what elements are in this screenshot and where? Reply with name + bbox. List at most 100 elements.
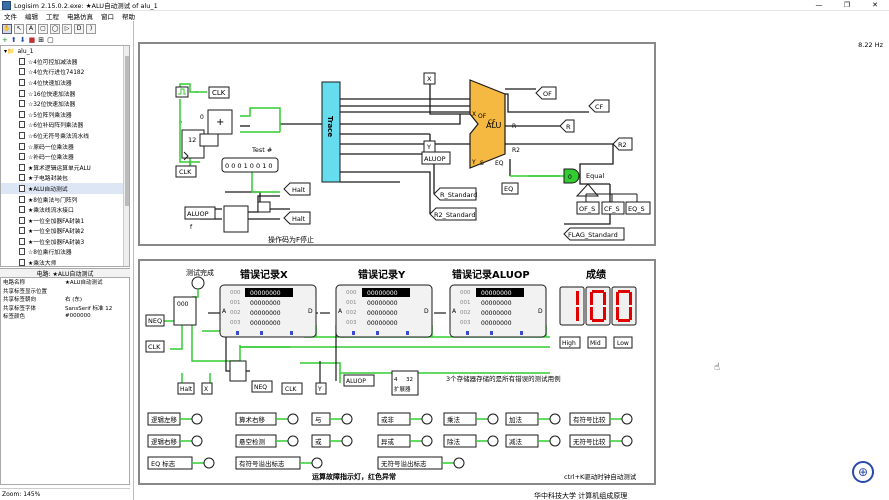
alu-pin-eq: EQ xyxy=(495,160,504,167)
tree-item[interactable]: ★一位全加器FA封装2 xyxy=(1,226,129,237)
equal-label: Equal xyxy=(586,172,604,180)
tree-item[interactable]: ☆6位补码阵列乘法器 xyxy=(1,120,129,131)
trace-rom[interactable] xyxy=(321,81,341,183)
layout-icon[interactable]: ▢ xyxy=(47,36,54,44)
explorer-scrollbar[interactable] xyxy=(123,46,129,266)
attribute-panel-title: 电路: ★ALU自动测试 xyxy=(0,268,130,278)
tree-item[interactable]: ★ALU自动测试 xyxy=(1,183,129,194)
appearance-icon[interactable]: ⊞ xyxy=(38,36,45,44)
minimize-button[interactable]: — xyxy=(815,1,823,9)
ram-y[interactable]: 000 001 002 003 00000000 00000000 000000… xyxy=(335,284,433,338)
tree-item[interactable]: ★8位乘法与门阵列 xyxy=(1,194,129,205)
attr-row[interactable]: 电路名称★ALU自动测试 xyxy=(3,280,103,287)
tree-item-label: ☆8位乘行加法器 xyxy=(28,250,72,257)
error-aluop-title: 错误记录ALUOP xyxy=(452,268,530,281)
clock-source[interactable] xyxy=(175,86,189,98)
ram-x[interactable]: 000 001 002 003 00000000 00000000 000000… xyxy=(219,284,317,338)
and-gate-icon[interactable]: D xyxy=(74,23,84,34)
tree-item[interactable]: ☆4位快速加法器 xyxy=(1,77,129,88)
tree-item[interactable]: ☆5位阵列乘法器 xyxy=(1,109,129,120)
comparator[interactable] xyxy=(223,205,249,233)
menu-help[interactable]: 帮助 xyxy=(122,13,135,21)
fault-indicator-label: 逻辑左移 xyxy=(151,415,178,424)
tree-item[interactable]: ☆16位快速加法器 xyxy=(1,88,129,99)
cf-s-label: CF_S xyxy=(604,205,620,213)
bottom-y-label: Y xyxy=(317,386,322,393)
select-tool-icon[interactable]: ↖ xyxy=(14,23,24,34)
attr-row[interactable]: 共享标签朝向右 (东) xyxy=(3,297,83,304)
error-counter[interactable] xyxy=(173,296,197,326)
bottom-clk2-label: CLK xyxy=(285,386,298,393)
menu-simulate[interactable]: 电路仿真 xyxy=(67,13,93,21)
zoom-level[interactable]: Zoom: 145% xyxy=(0,488,130,500)
score-title: 成绩 xyxy=(586,268,606,281)
fault-indicator-label: 乘法 xyxy=(447,415,461,424)
menu-edit[interactable]: 编辑 xyxy=(25,13,38,21)
equal-indicator xyxy=(563,168,580,184)
attr-row[interactable]: 标签颜色#000000 xyxy=(3,313,91,321)
tree-item[interactable]: ★子电路封装包 xyxy=(1,173,129,184)
r-standard-label: R_Standard xyxy=(440,191,477,199)
remove-circuit-icon[interactable]: ■ xyxy=(28,36,36,44)
tree-root-label: alu_1 xyxy=(17,47,34,55)
of-tunnel-label: OF xyxy=(543,90,552,98)
tree-item[interactable]: ☆32位快速加法器 xyxy=(1,98,129,109)
compass-icon[interactable]: ⊕ xyxy=(852,461,874,483)
svg-text:00000000: 00000000 xyxy=(250,290,281,297)
tree-item[interactable]: ☆补码一位乘法器 xyxy=(1,151,129,162)
not-gate-icon[interactable]: ▷ xyxy=(62,23,72,34)
add-circuit-icon[interactable]: + xyxy=(2,36,8,44)
flag-standard-label: FLAG_Standard xyxy=(568,231,618,239)
and-gate[interactable] xyxy=(257,201,271,213)
close-button[interactable]: ✕ xyxy=(872,1,878,9)
input-pin-icon[interactable]: ▢ xyxy=(38,23,48,34)
circuit-explorer: ▾📁 alu_1 ☆4位可控加减法器☆4位先行进位74182☆4位快速加法器☆1… xyxy=(0,45,130,267)
tree-item[interactable]: ★一位全加器FA封装3 xyxy=(1,236,129,247)
tree-item[interactable]: ★乘法大师 xyxy=(1,257,129,266)
move-up-icon[interactable]: ⬆ xyxy=(10,36,17,44)
fault-indicator: 除法 xyxy=(443,434,499,448)
fault-indicator-label: 减法 xyxy=(509,437,523,446)
menu-file[interactable]: 文件 xyxy=(4,13,17,21)
circuit-icon xyxy=(19,100,25,108)
flag-indicator-label: EQ 标志 xyxy=(151,459,176,468)
menu-window[interactable]: 窗口 xyxy=(101,13,114,21)
tree-item[interactable]: ★算术逻辑运算单元ALU xyxy=(1,162,129,173)
tree-item[interactable]: ☆4位可控加减法器 xyxy=(1,56,129,67)
circuit-icon xyxy=(19,142,25,150)
fault-led xyxy=(549,413,561,425)
svg-text:+: + xyxy=(216,117,224,128)
tree-item[interactable]: ★乘法线流水接口 xyxy=(1,204,129,215)
menu-project[interactable]: 工程 xyxy=(46,13,59,21)
tree-root[interactable]: ▾📁 alu_1 xyxy=(1,46,129,56)
tree-item[interactable]: ★一位全加器FA封装1 xyxy=(1,215,129,226)
fault-indicator: 乘法 xyxy=(443,412,499,426)
window-title: Logisim 2.15.0.2.exe: ★ALU自动测试 of alu_1 xyxy=(14,2,158,10)
adder[interactable] xyxy=(207,109,233,135)
output-pin-icon[interactable]: ◯ xyxy=(50,23,60,34)
hand-tool-icon[interactable]: ✋ xyxy=(2,23,12,34)
tree-item[interactable]: ☆8位乘行加法器 xyxy=(1,247,129,258)
text-tool-icon[interactable]: A xyxy=(26,23,36,34)
circuit-canvas[interactable]: 8.22 Hz xyxy=(133,21,889,500)
flag-indicator-label: 有符号溢出标志 xyxy=(239,459,285,468)
attr-row[interactable]: 共享标签显示位置 xyxy=(3,288,48,295)
neq-tunnel-label: NEQ xyxy=(148,317,162,325)
register[interactable] xyxy=(199,133,219,147)
or-gate-icon[interactable]: ) xyxy=(86,23,96,34)
tree-item[interactable]: ☆4位先行进位74182 xyxy=(1,67,129,78)
maximize-button[interactable]: ❐ xyxy=(843,1,851,9)
tree-item-label: ☆6位补码阵列乘法器 xyxy=(28,123,84,130)
fault-led xyxy=(487,413,499,425)
test-number-bits: 0 0 0 1 0 0 1 0 xyxy=(225,162,273,170)
bit-extender[interactable] xyxy=(391,370,419,396)
bottom-comparator[interactable] xyxy=(229,360,247,382)
test-number-label: Test # xyxy=(251,146,272,154)
ram-aluop[interactable]: 000 001 002 003 00000000 00000000 000000… xyxy=(449,284,547,338)
tree-item[interactable]: ☆6位无符号乘法流水线 xyxy=(1,130,129,141)
move-down-icon[interactable]: ⬇ xyxy=(19,36,26,44)
circuit-icon xyxy=(19,68,25,76)
tree-item[interactable]: ☆原码一位乘法器 xyxy=(1,141,129,152)
alu-unit[interactable] xyxy=(469,79,506,169)
